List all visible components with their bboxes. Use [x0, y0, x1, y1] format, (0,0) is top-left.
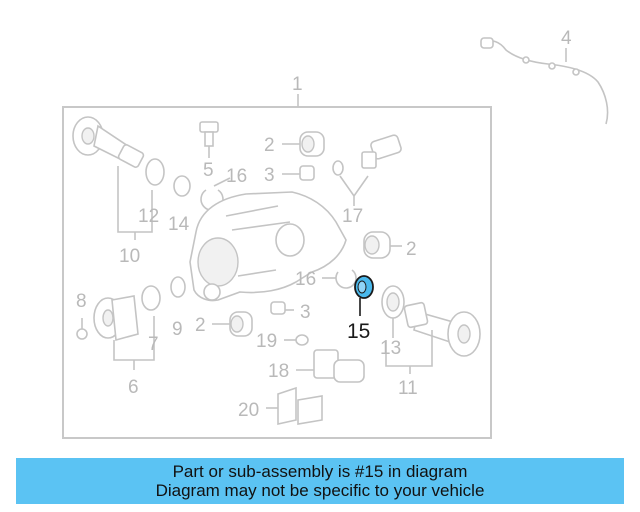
part-5-vent-bolt[interactable]: [199, 121, 219, 147]
callout-11: 11: [398, 378, 418, 399]
assembly-frame: [62, 106, 492, 439]
callout-16-lower: 16: [295, 269, 316, 290]
callout-8: 8: [76, 291, 87, 312]
callout-19: 19: [256, 331, 277, 352]
callout-6: 6: [128, 377, 139, 398]
part-18-actuator[interactable]: [313, 349, 365, 383]
callout-2-upper: 2: [264, 135, 275, 156]
callout-20: 20: [238, 400, 259, 421]
part-7-seal[interactable]: [141, 285, 161, 311]
part-11-right-drive-flange[interactable]: [403, 301, 481, 357]
info-banner: Part or sub-assembly is #15 in diagram D…: [16, 458, 624, 504]
callout-1: 1: [292, 74, 303, 95]
part-10-left-drive-flange[interactable]: [72, 116, 145, 168]
part-14-seal-ring[interactable]: [173, 175, 191, 197]
callout-4: 4: [561, 28, 572, 49]
part-3-plug-lower[interactable]: [270, 301, 286, 315]
part-19-o-ring[interactable]: [295, 334, 309, 346]
callout-15-highlighted[interactable]: 15: [347, 320, 370, 343]
callout-2-right: 2: [406, 239, 417, 260]
part-4-wiring-harness[interactable]: [480, 37, 609, 125]
part-6-output-flange[interactable]: [93, 295, 139, 342]
callout-7: 7: [148, 334, 159, 355]
part-15-seal-highlighted[interactable]: [354, 275, 374, 299]
callout-3-lower: 3: [300, 302, 311, 323]
part-9-seal-ring[interactable]: [170, 276, 186, 298]
part-16-snap-ring-lower[interactable]: [335, 269, 357, 289]
callout-3-upper: 3: [264, 165, 275, 186]
callout-10: 10: [119, 246, 140, 267]
callout-14: 14: [168, 214, 190, 235]
part-8-bolt[interactable]: [76, 328, 88, 340]
callout-2-lower: 2: [195, 315, 206, 336]
callout-5: 5: [203, 160, 214, 181]
callout-9: 9: [172, 319, 183, 340]
callout-17: 17: [342, 206, 363, 227]
part-3-plug-upper[interactable]: [299, 165, 315, 181]
callout-18: 18: [268, 361, 289, 382]
callout-12: 12: [138, 206, 159, 227]
part-20-bracket[interactable]: [277, 386, 323, 425]
part-2-mount-bushing-lower[interactable]: [229, 311, 253, 337]
part-17-sensor[interactable]: [332, 134, 402, 176]
callout-13: 13: [380, 338, 401, 359]
banner-line-1: Part or sub-assembly is #15 in diagram: [172, 462, 468, 481]
part-12-seal[interactable]: [145, 158, 165, 186]
differential-housing[interactable]: [189, 191, 347, 302]
banner-line-2: Diagram may not be specific to your vehi…: [155, 481, 485, 500]
part-2-mount-bushing-upper[interactable]: [299, 131, 325, 157]
callout-16-upper: 16: [226, 166, 247, 187]
part-2-mount-bushing-right[interactable]: [363, 231, 391, 259]
